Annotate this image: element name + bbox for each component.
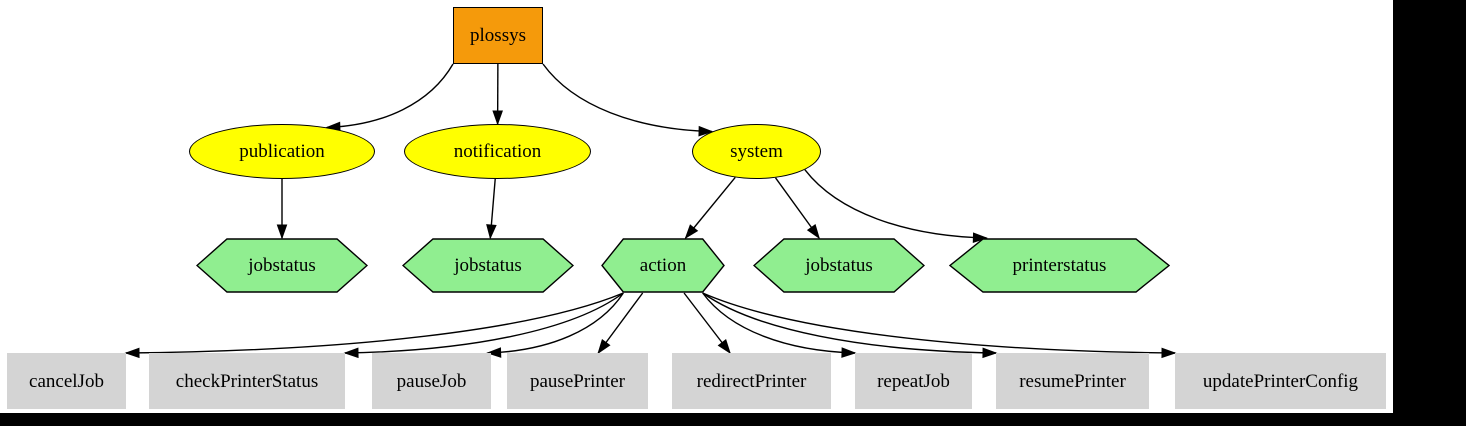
node-jobstatus3[interactable]: jobstatus	[753, 238, 925, 293]
node-label-printerstatus: printerstatus	[1012, 254, 1107, 276]
arrowhead-action-to-resume-printer	[982, 347, 998, 359]
arrowhead-action-to-update-printer-config	[1161, 347, 1177, 359]
edge-system-to-action	[685, 177, 736, 239]
node-pause-job[interactable]: pauseJob	[372, 353, 491, 409]
node-resume-printer[interactable]: resumePrinter	[996, 353, 1149, 409]
edge-action-to-cancel-job	[125, 292, 624, 354]
edge-action-to-pause-printer	[597, 292, 644, 354]
node-label-jobstatus1: jobstatus	[248, 254, 316, 276]
edge-action-to-pause-job	[487, 292, 624, 354]
edge-system-to-printerstatus	[804, 169, 987, 239]
node-update-printer-config[interactable]: updatePrinterConfig	[1175, 353, 1386, 409]
arrowhead-action-to-pause-printer	[597, 338, 611, 355]
edge-layer	[124, 63, 1177, 359]
edge-notification-to-jobstatus2	[489, 178, 496, 239]
node-action[interactable]: action	[601, 238, 725, 293]
edge-action-to-check-printer-status	[344, 292, 624, 354]
edge-action-to-resume-printer	[702, 292, 997, 354]
edge-plossys-to-system	[542, 63, 713, 133]
node-jobstatus2[interactable]: jobstatus	[402, 238, 574, 293]
arrowhead-plossys-to-notification	[492, 110, 503, 126]
node-jobstatus1[interactable]: jobstatus	[196, 238, 368, 293]
arrowhead-action-to-check-printer-status	[343, 347, 359, 359]
node-pause-printer[interactable]: pausePrinter	[507, 353, 648, 409]
node-repeat-job[interactable]: repeatJob	[855, 353, 972, 409]
arrowhead-action-to-cancel-job	[124, 347, 140, 359]
node-cancel-job[interactable]: cancelJob	[7, 353, 126, 409]
edge-action-to-redirect-printer	[683, 292, 731, 354]
node-label-jobstatus3: jobstatus	[805, 254, 873, 276]
arrowhead-system-to-action	[684, 224, 699, 240]
arrowhead-system-to-jobstatus3	[806, 223, 820, 240]
graph-surface: plossys publication notification system jobs…	[0, 0, 1393, 413]
node-printerstatus[interactable]: printerstatus	[949, 238, 1170, 293]
arrowhead-action-to-redirect-printer	[717, 339, 731, 355]
arrowhead-publication-to-jobstatus1	[276, 224, 288, 240]
node-label-jobstatus2: jobstatus	[454, 254, 522, 276]
edge-action-to-repeat-job	[702, 292, 856, 354]
node-label-action: action	[639, 254, 687, 276]
edge-action-to-update-printer-config	[702, 292, 1176, 354]
arrowhead-notification-to-jobstatus2	[486, 224, 497, 240]
arrowhead-action-to-repeat-job	[841, 347, 857, 358]
node-system[interactable]: system	[692, 124, 821, 179]
node-publication[interactable]: publication	[189, 124, 375, 179]
node-check-printer-status[interactable]: checkPrinterStatus	[149, 353, 345, 409]
edge-plossys-to-publication	[326, 63, 454, 129]
node-notification[interactable]: notification	[404, 124, 591, 179]
node-redirect-printer[interactable]: redirectPrinter	[672, 353, 831, 409]
edge-system-to-jobstatus3	[774, 177, 820, 239]
node-plossys[interactable]: plossys	[453, 7, 543, 64]
